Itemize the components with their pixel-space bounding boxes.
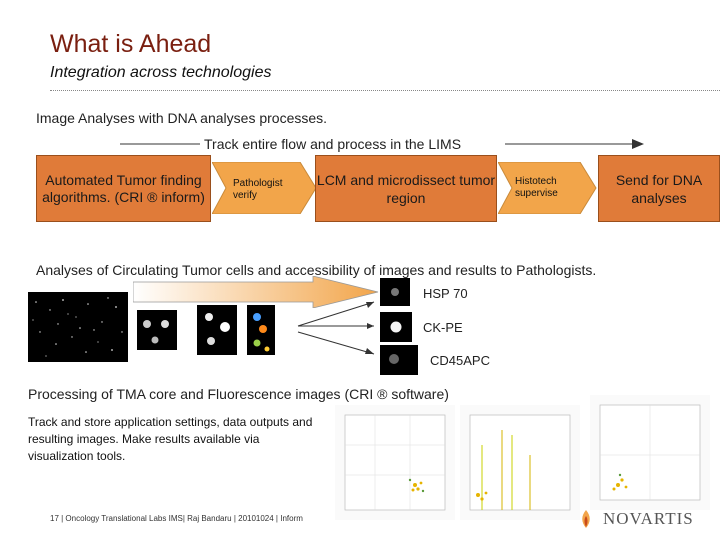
step-histotech: Histotech supervise <box>515 176 558 199</box>
progression-arrow <box>133 276 379 308</box>
cell-thumbnail-color <box>247 305 275 355</box>
header-divider <box>50 90 720 91</box>
ckpe-image <box>380 312 412 342</box>
track-arrow <box>120 139 644 149</box>
section3-body: Track and store application settings, da… <box>28 415 313 463</box>
novartis-flame-icon <box>582 510 590 528</box>
cd45apc-image <box>380 345 418 375</box>
section3-heading: Processing of TMA core and Fluorescence … <box>28 386 449 402</box>
ctc-scan-dots <box>32 297 123 357</box>
brand-name: NOVARTIS <box>603 509 694 528</box>
marker-ckpe: CK-PE <box>423 320 463 335</box>
novartis-logo: NOVARTIS <box>575 505 715 533</box>
hsp70-image <box>380 278 410 306</box>
ctc-scan-image <box>28 292 128 362</box>
section2-heading: Analyses of Circulating Tumor cells and … <box>36 262 597 278</box>
chevron-arrow <box>498 162 597 214</box>
branch-arrows <box>297 301 375 355</box>
step-lcm: LCM and microdissect tumor region <box>315 155 497 222</box>
page-title: What is Ahead <box>50 30 212 58</box>
track-label: Track entire flow and process in the LIM… <box>204 136 462 152</box>
cell-thumbnail <box>197 305 237 355</box>
step-send-dna: Send for DNA analyses <box>598 155 720 222</box>
step-label: Send for DNA analyses <box>615 171 703 206</box>
chevron-arrow <box>212 162 317 214</box>
footer-text: 17 | Oncology Translational Labs IMS| Ra… <box>50 514 303 523</box>
step-pathologist: Pathologist verify <box>233 178 283 201</box>
scatter-plot-1 <box>335 405 455 520</box>
page-subtitle: Integration across technologies <box>50 64 272 81</box>
section1-heading: Image Analyses with DNA analyses process… <box>36 110 328 126</box>
marker-cd45apc: CD45APC <box>430 353 490 368</box>
cell-thumbnail <box>137 310 177 350</box>
step-automated-tumor: Automated Tumor finding algorithms. (CRI… <box>36 155 211 222</box>
marker-hsp70: HSP 70 <box>423 286 468 301</box>
scatter-plot-3-graphic <box>599 404 701 501</box>
scatter-plot-1-graphic <box>344 414 446 511</box>
scatter-plot-3 <box>590 395 710 510</box>
scatter-plot-2 <box>460 405 580 520</box>
step-label: LCM and microdissect tumor region <box>316 171 496 206</box>
step-label: Automated Tumor finding algorithms. (CRI… <box>42 171 205 205</box>
scatter-plot-2-graphic <box>469 414 571 511</box>
